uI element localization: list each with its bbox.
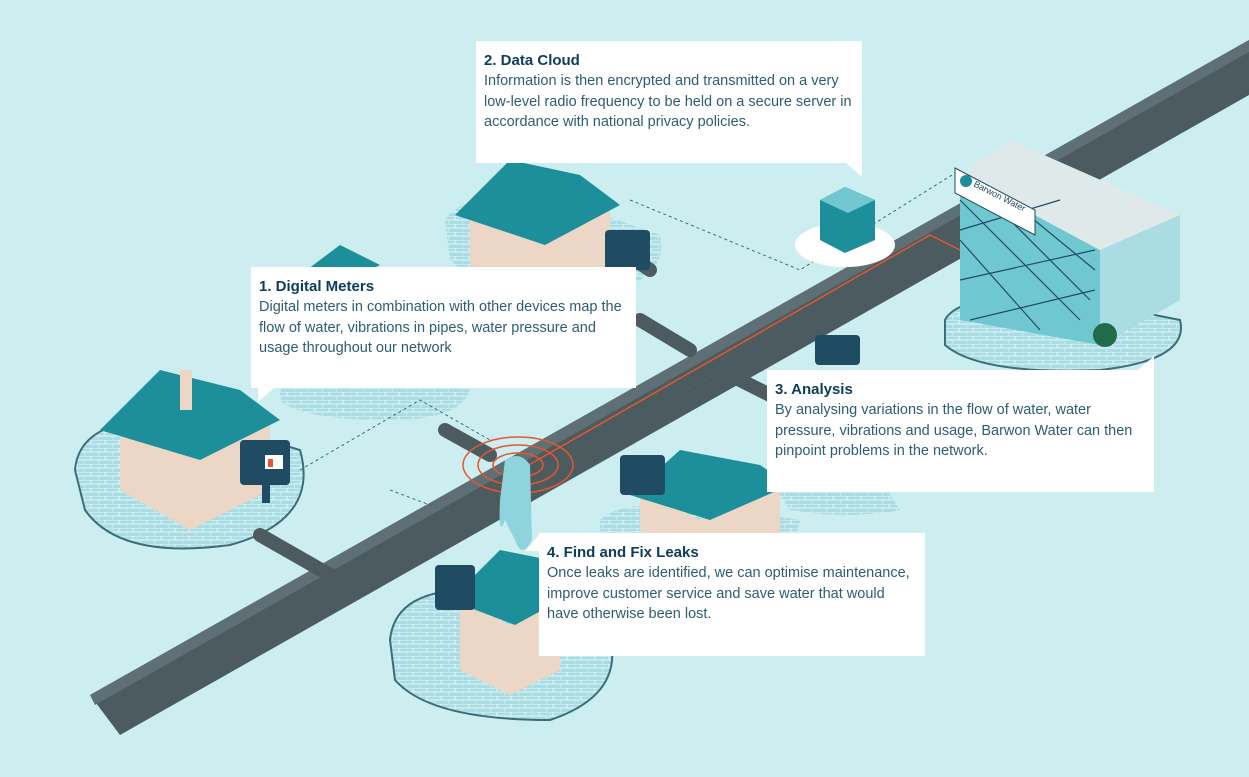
callout-pointer [1138, 356, 1154, 370]
callout-body: Digital meters in combination with other… [259, 299, 622, 356]
callout-body: By analysing variations in the flow of w… [775, 402, 1133, 459]
barwon-water-building: Barwon Water [954, 140, 1180, 347]
callout-title: 2. Data Cloud [484, 52, 580, 69]
callout-digital-meters: 1. Digital Meters Digital meters in comb… [251, 267, 636, 388]
callout-title: 3. Analysis [775, 381, 853, 398]
callout-title: 1. Digital Meters [259, 278, 375, 295]
callout-pointer [525, 535, 539, 551]
signal-line [519, 234, 961, 471]
callout-find-fix-leaks: 4. Find and Fix Leaks Once leaks are ide… [539, 533, 925, 656]
main-water-pipe [90, 40, 1249, 735]
callout-pointer [258, 388, 274, 402]
water-leak [499, 456, 532, 550]
callout-title: 4. Find and Fix Leaks [547, 544, 699, 561]
data-links [299, 169, 961, 521]
callout-body: Once leaks are identified, we can optimi… [547, 565, 910, 622]
callout-pointer [846, 163, 862, 177]
callout-analysis: 3. Analysis By analysing variations in t… [767, 370, 1154, 492]
digital-meters [240, 230, 860, 610]
callout-body: Information is then encrypted and transm… [484, 73, 852, 130]
callout-data-cloud: 2. Data Cloud Information is then encryp… [476, 41, 862, 163]
cloud-server-icon [795, 187, 895, 267]
